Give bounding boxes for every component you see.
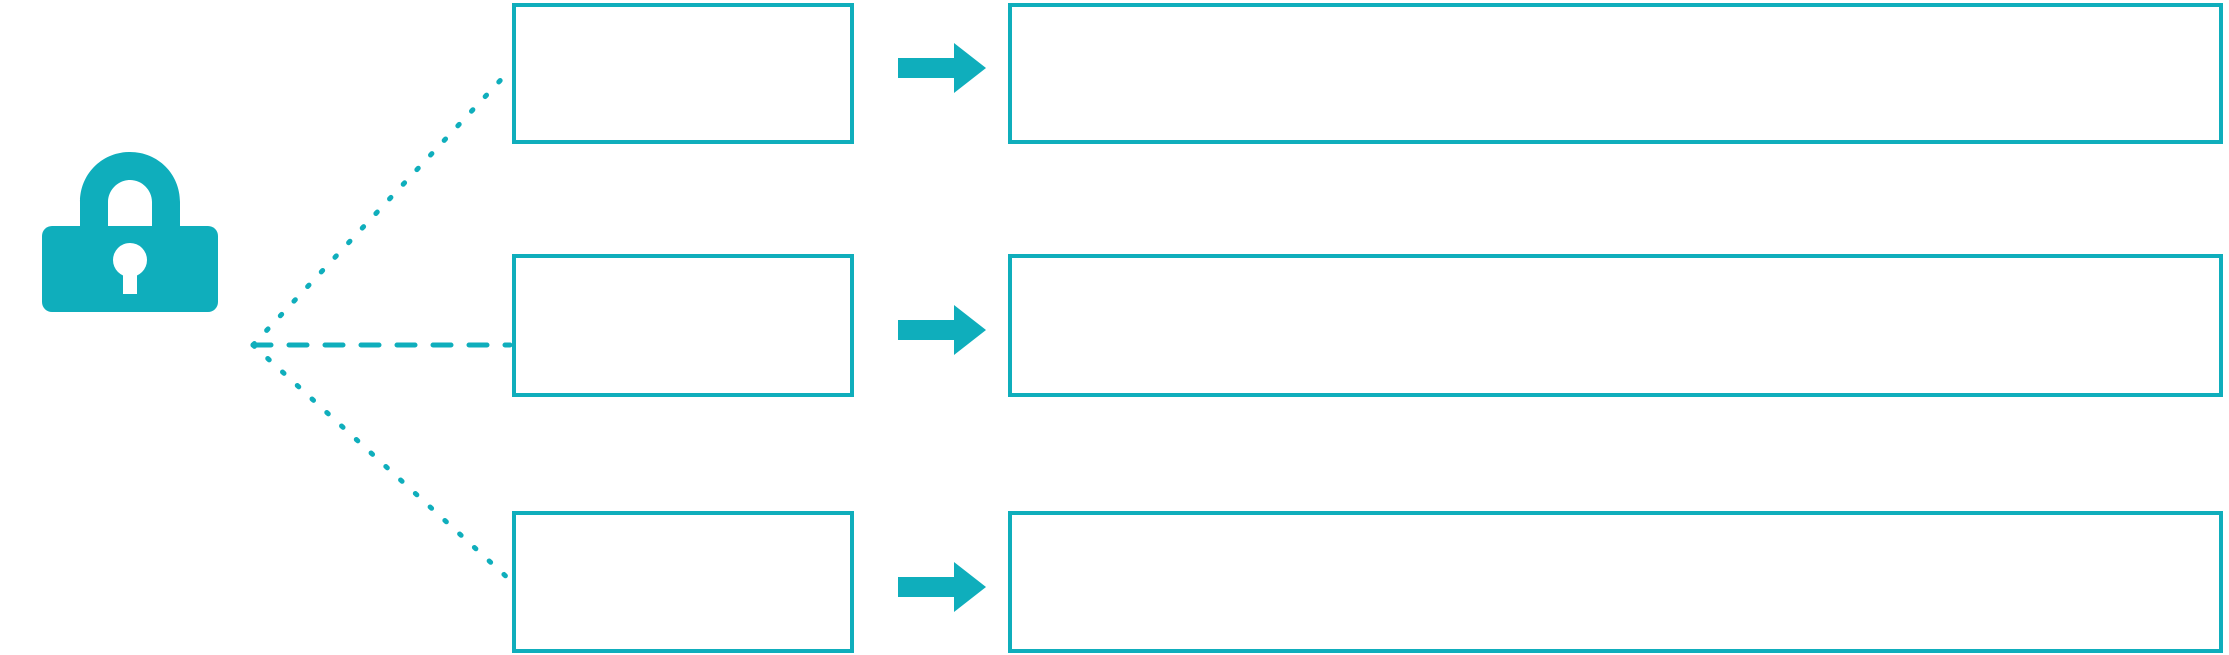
outcome-box-3-label bbox=[1012, 515, 2219, 535]
condition-box-2[interactable] bbox=[512, 254, 854, 397]
arrow-right-icon-2 bbox=[898, 305, 986, 355]
condition-box-1[interactable] bbox=[512, 3, 854, 144]
condition-box-2-label bbox=[516, 258, 850, 278]
connector-branch-bottom bbox=[250, 342, 513, 583]
outcome-box-1-label bbox=[1012, 7, 2219, 27]
outcome-box-1[interactable] bbox=[1008, 3, 2223, 144]
lock-icon bbox=[42, 152, 218, 312]
condition-box-1-label bbox=[516, 7, 850, 27]
outcome-box-3[interactable] bbox=[1008, 511, 2223, 653]
connector-branch-top bbox=[250, 67, 513, 348]
outcome-box-2-label bbox=[1012, 258, 2219, 278]
arrow-right-icon-1 bbox=[898, 43, 986, 93]
outcome-box-2[interactable] bbox=[1008, 254, 2223, 397]
condition-box-3[interactable] bbox=[512, 511, 854, 653]
arrow-right-icon-3 bbox=[898, 562, 986, 612]
condition-box-3-label bbox=[516, 515, 850, 535]
